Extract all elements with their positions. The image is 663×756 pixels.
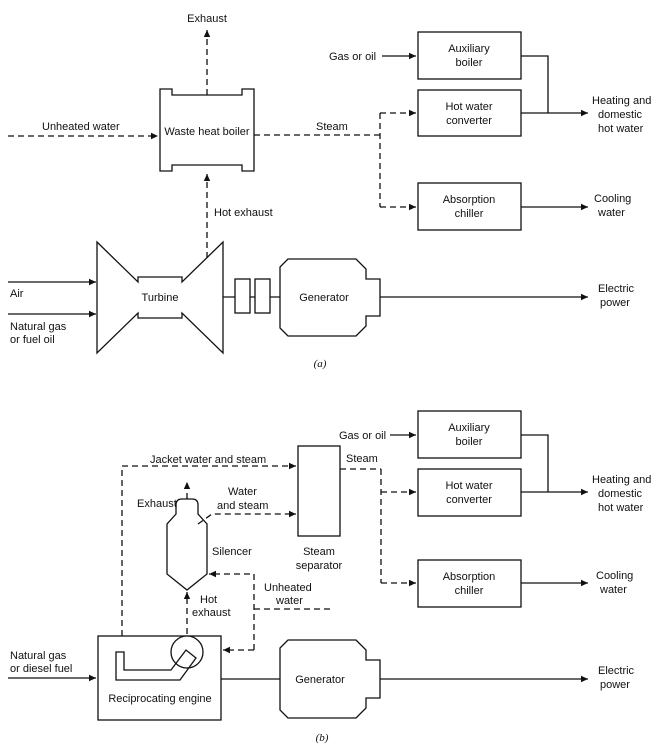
auxiliary-boiler-label: Auxiliary <box>448 422 490 434</box>
hot-exhaust-label: Hot exhaust <box>214 207 273 219</box>
caption-b: (b) <box>316 732 329 744</box>
electric-power-label: power <box>600 297 630 309</box>
shaft-coupling <box>254 278 271 314</box>
hot-exhaust-label: Hot <box>200 594 217 606</box>
diagram-b: Auxiliary boiler Gas or oil Hot water co… <box>8 410 651 744</box>
aux-boiler-output <box>521 55 549 113</box>
shaft-coupling <box>234 278 251 314</box>
hot-water-converter-box <box>417 468 522 517</box>
absorption-chiller-box <box>417 559 522 608</box>
cooling-label: water <box>599 584 627 596</box>
heating-label: Heating and <box>592 95 651 107</box>
generator-body <box>279 258 381 337</box>
heating-label: hot water <box>598 502 644 514</box>
generator-label: Generator <box>299 292 349 304</box>
silencer-label: Silencer <box>212 546 252 558</box>
steam-label: Steam <box>316 121 348 133</box>
exhaust-label: Exhaust <box>137 498 177 510</box>
auxiliary-boiler-box <box>417 410 522 459</box>
generator-body <box>279 639 381 719</box>
heating-label: Heating and <box>592 474 651 486</box>
steam-separator-box <box>297 445 341 537</box>
silencer-body <box>166 498 208 591</box>
fuel-label: Natural gas <box>10 650 67 662</box>
steam-separator-label: Steam <box>303 546 335 558</box>
auxiliary-boiler-label: boiler <box>456 57 483 69</box>
heating-label: domestic <box>598 488 643 500</box>
waste-heat-boiler-box <box>159 88 255 172</box>
waste-heat-boiler-label: Waste heat boiler <box>164 126 250 138</box>
absorption-chiller-label: chiller <box>455 208 484 220</box>
cooling-label: Cooling <box>596 570 633 582</box>
engine-piston-linkage <box>115 649 197 681</box>
water-steam-flow <box>197 510 296 525</box>
hot-water-converter-label: Hot water <box>445 101 492 113</box>
cooling-label: water <box>597 207 625 219</box>
air-label: Air <box>10 288 24 300</box>
fuel-label: Natural gas <box>10 321 67 333</box>
unheated-water-label: Unheated <box>264 582 312 594</box>
electric-power-label: Electric <box>598 283 635 295</box>
silencer-return-flow <box>209 570 255 650</box>
hot-water-converter-label: Hot water <box>445 480 492 492</box>
turbine-label: Turbine <box>142 292 179 304</box>
water-steam-label: and steam <box>217 500 268 512</box>
auxiliary-boiler-label: boiler <box>456 436 483 448</box>
hot-exhaust-label: exhaust <box>192 607 231 619</box>
diagram-a: Waste heat boiler Exhaust Unheated water… <box>8 13 651 370</box>
electric-power-label: power <box>600 679 630 691</box>
electric-power-label: Electric <box>598 665 635 677</box>
steam-label: Steam <box>346 453 378 465</box>
absorption-chiller-box <box>417 182 522 231</box>
generator-label: Generator <box>295 674 345 686</box>
gas-or-oil-label: Gas or oil <box>339 430 386 442</box>
hot-water-converter-label: converter <box>446 115 492 127</box>
steam-separator-label: separator <box>296 560 343 572</box>
water-steam-label: Water <box>228 486 257 498</box>
turbine-body <box>96 240 224 355</box>
hot-water-converter-label: converter <box>446 494 492 506</box>
reciprocating-engine-label: Reciprocating engine <box>108 693 211 705</box>
absorption-chiller-label: Absorption <box>443 194 496 206</box>
fuel-label: or fuel oil <box>10 334 55 346</box>
cooling-label: Cooling <box>594 193 631 205</box>
absorption-chiller-label: Absorption <box>443 571 496 583</box>
caption-a: (a) <box>314 358 327 370</box>
gas-or-oil-label: Gas or oil <box>329 51 376 63</box>
heating-label: domestic <box>598 109 643 121</box>
unheated-water-label: Unheated water <box>42 121 120 133</box>
absorption-chiller-label: chiller <box>455 585 484 597</box>
auxiliary-boiler-box <box>417 31 522 80</box>
jacket-water-label: Jacket water and steam <box>150 454 266 466</box>
auxiliary-boiler-label: Auxiliary <box>448 43 490 55</box>
aux-boiler-output <box>521 434 549 492</box>
exhaust-label: Exhaust <box>187 13 227 25</box>
jacket-water-flow <box>121 462 296 636</box>
hot-water-converter-box <box>417 89 522 137</box>
unheated-water-label: water <box>275 595 303 607</box>
heating-label: hot water <box>598 123 644 135</box>
fuel-label: or diesel fuel <box>10 663 72 675</box>
